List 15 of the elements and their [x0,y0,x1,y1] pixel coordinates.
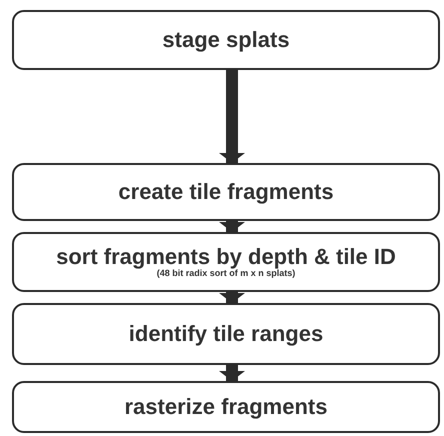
arrow [219,70,245,163]
step-title: create tile fragments [118,180,334,204]
process-box [12,381,440,433]
arrow [219,221,245,232]
process-box [12,10,440,70]
process-box [12,303,440,365]
step-title: sort fragments by depth & tile ID [56,244,396,270]
process-box [12,163,440,221]
step-title: identify tile ranges [128,322,324,346]
step-title: rasterize fragments [124,394,328,420]
process-box [12,232,440,292]
step-note: (48 bit radix sort of m x n splats) [156,269,296,280]
step-title: stage splats [162,28,290,52]
arrow [219,365,245,381]
arrow [219,292,245,303]
